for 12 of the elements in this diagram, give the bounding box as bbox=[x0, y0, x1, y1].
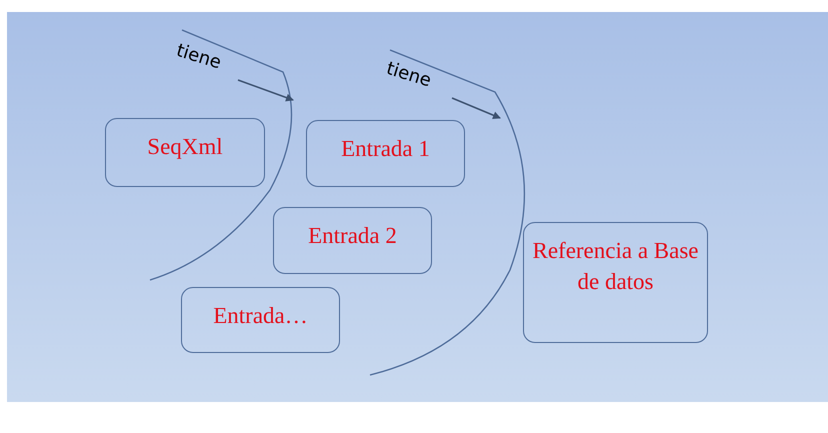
box-label: Entrada 2 bbox=[308, 222, 397, 250]
relation-label: tiene bbox=[384, 58, 434, 92]
entity-box bbox=[306, 120, 465, 187]
box-label: Referencia a Base de datos bbox=[532, 237, 699, 296]
entity-box bbox=[181, 287, 340, 353]
box-label: Entrada 1 bbox=[341, 135, 430, 163]
entity-box bbox=[105, 118, 265, 187]
relation-label: tiene bbox=[174, 40, 224, 74]
box-label: SeqXml bbox=[147, 133, 223, 161]
entity-box bbox=[523, 222, 708, 343]
box-label: Entrada… bbox=[213, 302, 308, 330]
entity-box bbox=[273, 207, 432, 274]
